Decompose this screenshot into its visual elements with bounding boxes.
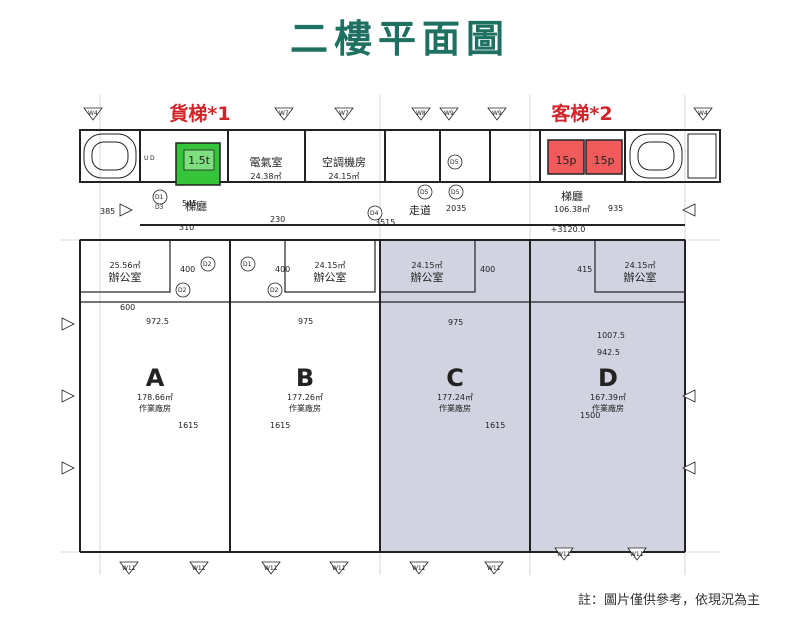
- svg-text:D5: D5: [450, 159, 459, 166]
- svg-text:W7: W7: [339, 110, 349, 117]
- door-tag-labels: D1 D2 D1 D2 D2 D4 D5 D5 D5 D3 U D: [144, 155, 460, 294]
- svg-text:1615: 1615: [178, 421, 198, 430]
- office-d-name: 辦公室: [624, 270, 657, 284]
- svg-text:2035: 2035: [446, 204, 466, 213]
- page-title: 二樓平面圖: [289, 17, 510, 61]
- svg-text:D2: D2: [203, 261, 212, 268]
- svg-text:W4: W4: [88, 110, 98, 117]
- svg-text:972.5: 972.5: [146, 317, 169, 326]
- svg-text:1007.5: 1007.5: [597, 331, 625, 340]
- door-tags: [152, 154, 464, 298]
- svg-text:1500: 1500: [580, 411, 600, 420]
- aircon-room-area: 24.15㎡: [329, 172, 360, 181]
- svg-text:W7: W7: [279, 110, 289, 117]
- svg-text:1615: 1615: [485, 421, 505, 430]
- office-d-area: 24.15㎡: [625, 261, 656, 270]
- disclaimer-note: 註：圖片僅供參考，依現況為主: [577, 593, 760, 608]
- svg-text:400: 400: [180, 265, 195, 274]
- unit-c-use: 作業廠房: [439, 403, 471, 413]
- svg-text:W8: W8: [416, 110, 426, 117]
- svg-text:D5: D5: [451, 189, 460, 196]
- window-tags: [61, 107, 713, 575]
- unit-b-use: 作業廠房: [289, 403, 321, 413]
- aircon-room-name: 空調機房: [322, 155, 366, 169]
- svg-text:385: 385: [100, 207, 115, 216]
- svg-text:W11: W11: [630, 551, 644, 558]
- dimension-labels: 545 310 230 3515 2035 935 385 600 972.5 …: [100, 199, 625, 430]
- lobby-right-name: 梯廳: [561, 189, 583, 203]
- svg-text:545: 545: [182, 199, 197, 208]
- lobby-right-area: 106.38㎡: [554, 205, 590, 214]
- unit-a-area: 178.66㎡: [137, 393, 173, 402]
- svg-text:W9: W9: [492, 110, 502, 117]
- svg-text:W11: W11: [264, 565, 278, 572]
- svg-text:1615: 1615: [270, 421, 290, 430]
- svg-text:D3: D3: [155, 204, 164, 211]
- svg-text:W9: W9: [444, 110, 454, 117]
- freight-capacity: 1.5t: [188, 154, 210, 167]
- office-b-name: 辦公室: [314, 270, 347, 284]
- office-c-name: 辦公室: [411, 270, 444, 284]
- svg-text:D1: D1: [155, 194, 164, 201]
- lobby-left: 梯廳: [185, 199, 207, 213]
- passenger-cap-1: 15p: [556, 154, 577, 167]
- svg-text:W11: W11: [557, 551, 571, 558]
- svg-text:415: 415: [577, 265, 592, 274]
- passenger-cap-2: 15p: [594, 154, 615, 167]
- corridor-label: 走道: [409, 203, 431, 217]
- elevation-label: +3120.0: [551, 225, 586, 234]
- unit-a-letter: A: [146, 364, 165, 392]
- office-a-name: 辦公室: [109, 270, 142, 284]
- unit-c-letter: C: [446, 364, 464, 392]
- svg-text:D2: D2: [178, 287, 187, 294]
- svg-text:310: 310: [179, 223, 194, 232]
- svg-text:400: 400: [480, 265, 495, 274]
- svg-text:W11: W11: [332, 565, 346, 572]
- passenger-lift-label: 客梯*2: [551, 102, 612, 125]
- svg-text:W4: W4: [698, 110, 708, 117]
- svg-text:W11: W11: [192, 565, 206, 572]
- office-b-area: 24.15㎡: [315, 261, 346, 270]
- unit-d-use: 作業廠房: [592, 403, 624, 413]
- svg-text:3515: 3515: [375, 218, 395, 227]
- svg-text:935: 935: [608, 204, 623, 213]
- svg-text:W11: W11: [487, 565, 501, 572]
- svg-text:D: D: [150, 155, 155, 162]
- freight-lift-label: 貨梯*1: [169, 102, 230, 125]
- svg-text:D2: D2: [270, 287, 279, 294]
- svg-text:D1: D1: [243, 261, 252, 268]
- passenger-lift-2: [585, 139, 623, 175]
- svg-text:230: 230: [270, 215, 285, 224]
- svg-text:D5: D5: [420, 189, 429, 196]
- unit-b-area: 177.26㎡: [287, 393, 323, 402]
- svg-text:600: 600: [120, 303, 135, 312]
- svg-text:W11: W11: [122, 565, 136, 572]
- office-c-area: 24.15㎡: [412, 261, 443, 270]
- svg-text:U: U: [144, 155, 148, 162]
- svg-text:W11: W11: [412, 565, 426, 572]
- passenger-lift-1: [547, 139, 585, 175]
- unit-d-area: 167.39㎡: [590, 393, 626, 402]
- unit-b-letter: B: [296, 364, 314, 392]
- svg-text:400: 400: [275, 265, 290, 274]
- electric-room-area: 24.38㎡: [251, 172, 282, 181]
- electric-room-name: 電氣室: [250, 155, 283, 169]
- svg-text:942.5: 942.5: [597, 348, 620, 357]
- svg-text:975: 975: [448, 318, 463, 327]
- unit-c-area: 177.24㎡: [437, 393, 473, 402]
- svg-text:975: 975: [298, 317, 313, 326]
- unit-a-use: 作業廠房: [139, 403, 171, 413]
- svg-text:D4: D4: [370, 210, 379, 217]
- window-tag-labels: W4 W7 W7 W8 W9 W9 W4 W11 W11 W11 W11 W11…: [88, 110, 708, 572]
- unit-d-letter: D: [598, 364, 618, 392]
- office-a-area: 25.56㎡: [110, 261, 141, 270]
